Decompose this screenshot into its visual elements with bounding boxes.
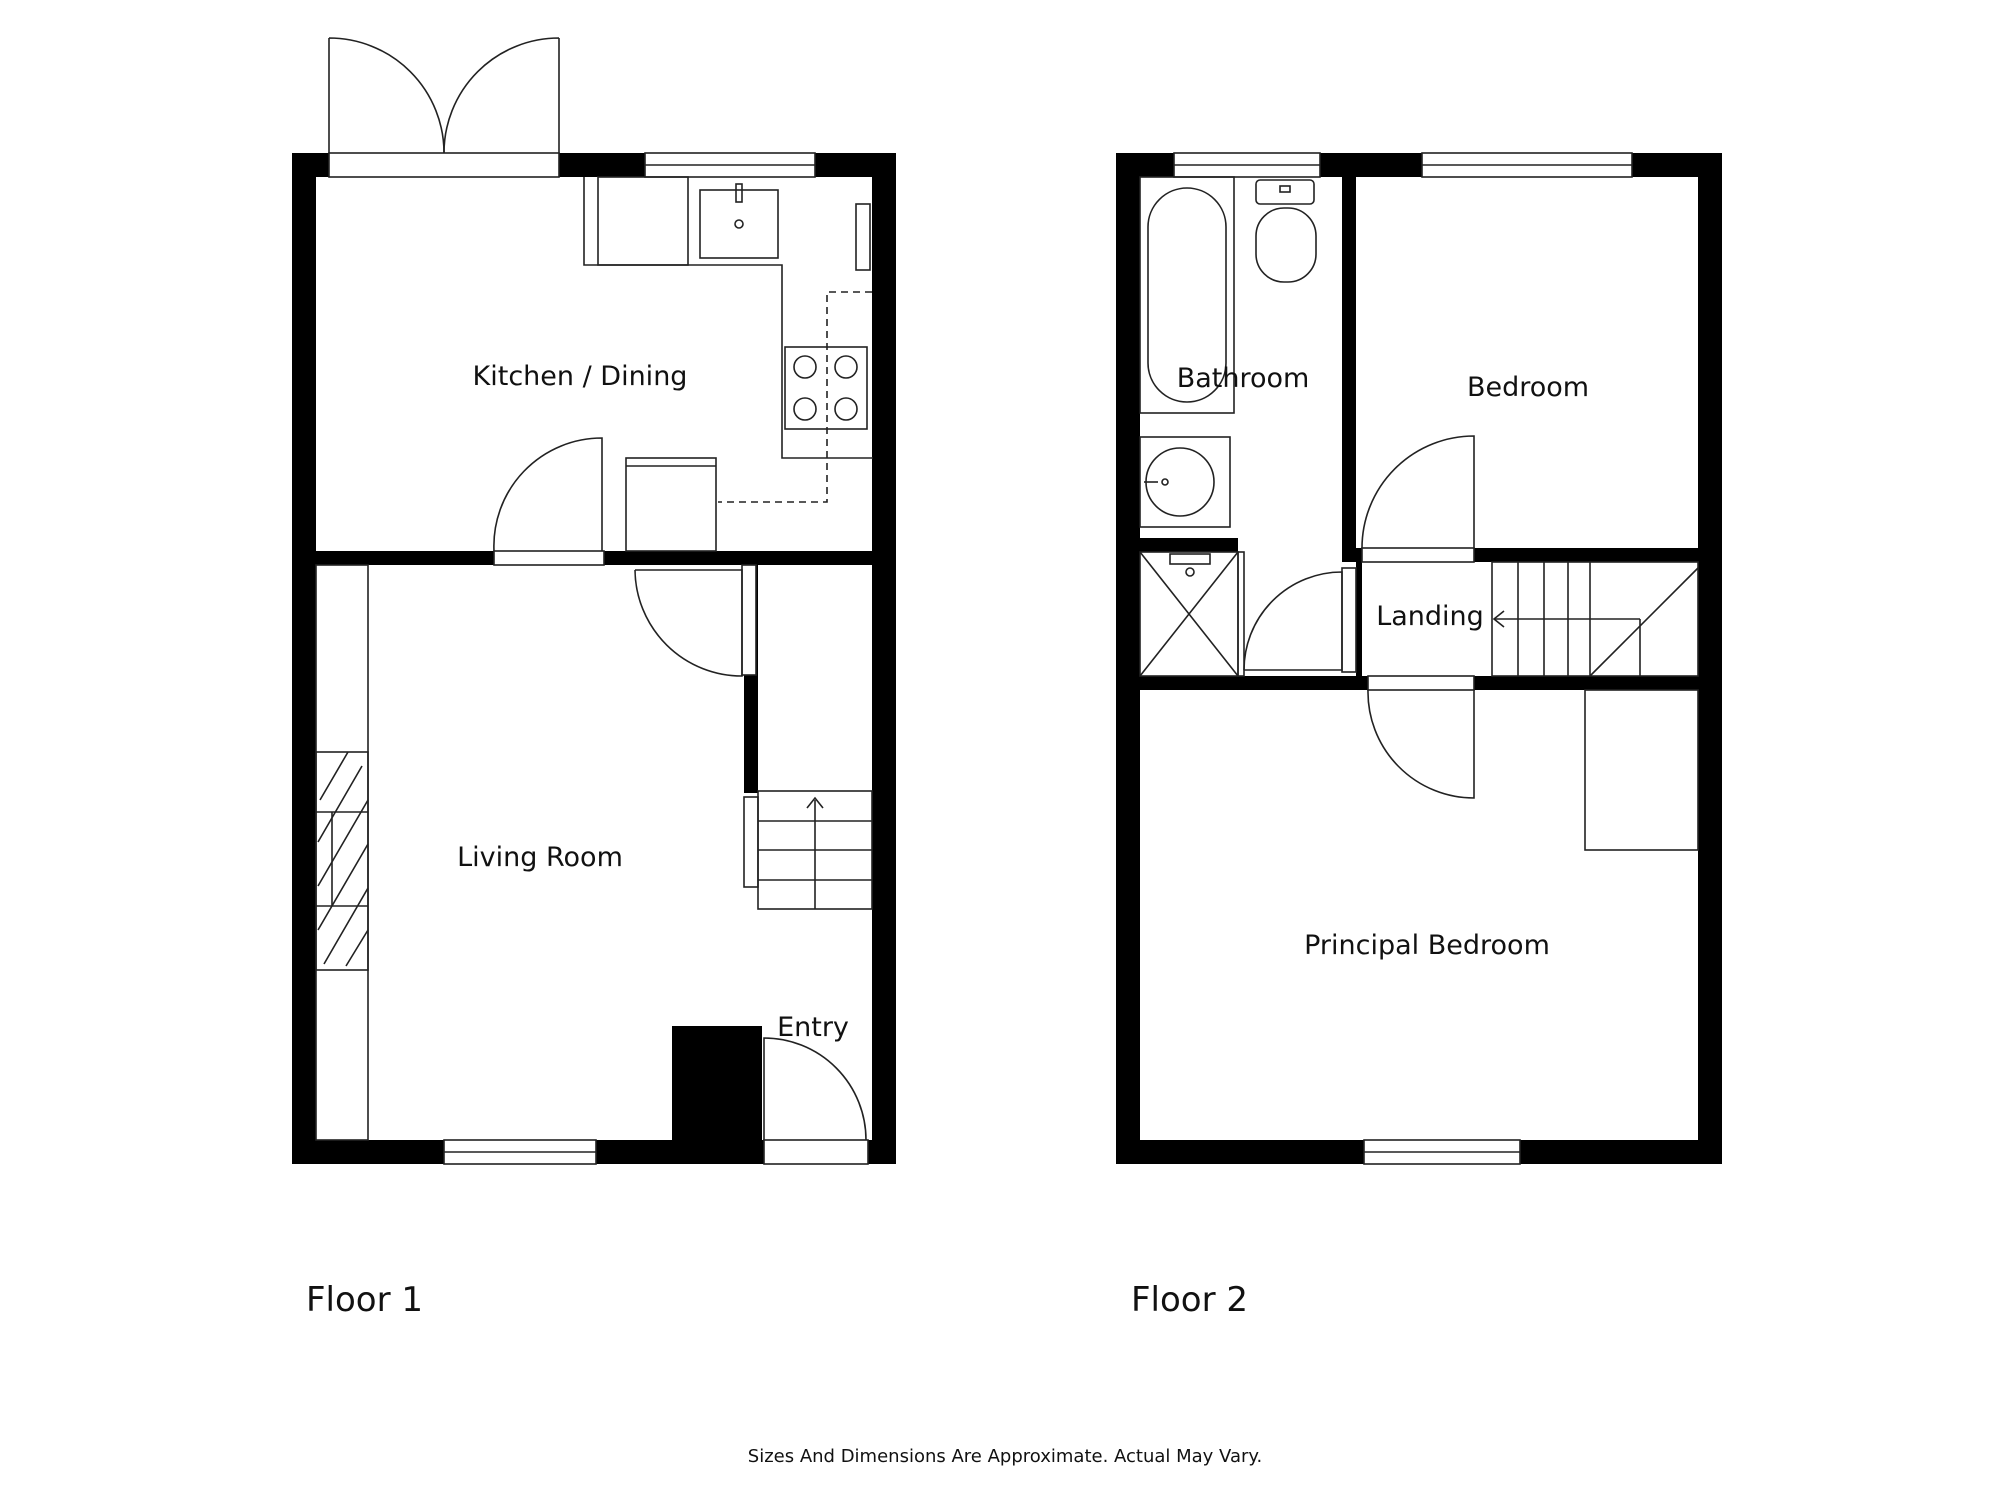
bathroom-window [1173, 152, 1321, 178]
floor-2-plan: Bathroom Bedroom Landing Principal Bedro… [1116, 152, 1722, 1320]
wall-east-2 [1698, 153, 1722, 1164]
wall-west-2 [1116, 153, 1140, 1164]
kitchen-units [583, 176, 873, 552]
hob-icon [784, 346, 868, 430]
wall-east [872, 153, 896, 1164]
front-door[interactable] [763, 1037, 869, 1165]
fridge-icon [625, 457, 717, 552]
wall-west [292, 153, 316, 1164]
principal-bedroom-door[interactable] [1367, 675, 1475, 799]
room-label-principal-bedroom: Principal Bedroom [1304, 930, 1550, 961]
bedroom-door[interactable] [1361, 435, 1475, 563]
appliance-icon [855, 203, 871, 271]
sink-icon [699, 189, 779, 259]
room-label-landing: Landing [1376, 601, 1484, 632]
disclaimer-text: Sizes And Dimensions Are Approximate. Ac… [748, 1446, 1262, 1467]
floor-2-label: Floor 2 [1131, 1280, 1248, 1320]
wall-bath-cupboard [1140, 538, 1238, 552]
room-label-bathroom: Bathroom [1177, 363, 1310, 394]
bathtub-icon [1139, 176, 1235, 414]
floor-1-label: Floor 1 [306, 1280, 423, 1320]
kitchen-window [644, 152, 816, 178]
kitchen-door[interactable] [493, 437, 605, 566]
garden-doors[interactable] [328, 37, 560, 178]
room-label-entry: Entry [777, 1012, 849, 1043]
bedroom-window [1421, 152, 1633, 178]
basin-icon [1139, 436, 1231, 528]
room-label-bedroom: Bedroom [1467, 372, 1589, 403]
floor-1-plan: Kitchen / Dining Living Room Entry Floor… [292, 37, 896, 1320]
wardrobe-bulkhead [1584, 689, 1699, 851]
toilet-icon [1255, 179, 1317, 283]
airing-cupboard [1139, 551, 1239, 677]
living-door[interactable] [634, 564, 757, 677]
wall-bath-bedroom [1342, 177, 1356, 562]
room-label-kitchen-dining: Kitchen / Dining [473, 361, 688, 392]
principal-window [1363, 1139, 1521, 1165]
room-label-living-room: Living Room [457, 842, 623, 873]
wall-landing-west [1356, 562, 1362, 676]
living-window [443, 1139, 597, 1165]
fireplace [315, 564, 369, 1141]
stairs-floor-2 [1491, 561, 1699, 677]
chimney-breast [672, 1026, 762, 1154]
stairs-floor-1 [743, 790, 873, 910]
bathroom-door[interactable] [1237, 551, 1357, 677]
